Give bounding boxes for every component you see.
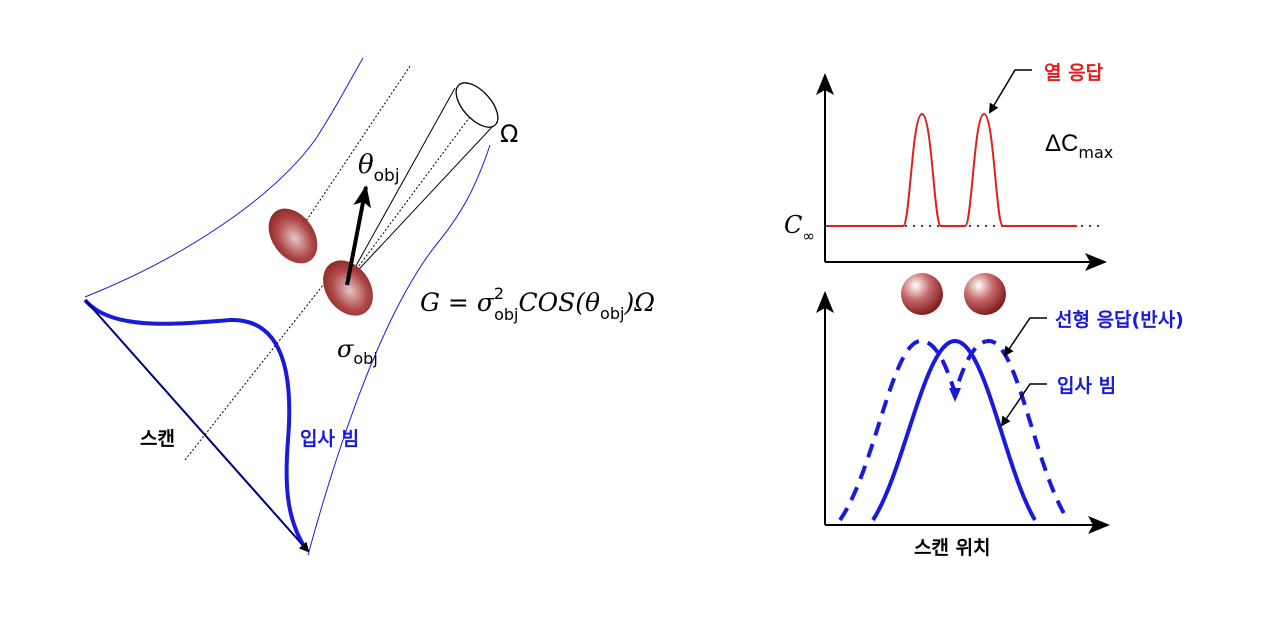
particle-lower <box>323 260 373 316</box>
linear-response-plot: 선형 응답(반사) 입사 빔 스캔 위치 <box>816 291 1184 559</box>
thermal-callout-arrow <box>988 69 1032 114</box>
thermal-response-plot: 열 응답 ΔCmax C∞ <box>784 62 1113 271</box>
sigma-obj-label: σobj <box>337 335 378 368</box>
delta-c-max-label: ΔCmax <box>1045 130 1113 162</box>
omega-label: Ω <box>500 120 518 148</box>
thermal-label: 열 응답 <box>1044 62 1104 84</box>
reflected-response-curve <box>838 338 1070 522</box>
theta-arrow <box>345 185 372 286</box>
c-infinity-label: C∞ <box>784 211 815 245</box>
dotted-guide-2 <box>184 269 336 461</box>
theta-obj-label: θobj <box>358 150 400 186</box>
incident-beam-curve <box>871 338 1037 522</box>
incident-beam-profile <box>83 298 307 550</box>
beam-envelope-lower <box>307 144 491 556</box>
beam-envelope-upper <box>84 57 364 298</box>
particle-upper <box>268 208 318 264</box>
scan-label: 스캔 <box>140 428 175 450</box>
thermal-response-curve <box>827 112 1077 227</box>
solid-angle-cone <box>346 82 499 283</box>
scan-arrow <box>85 300 310 553</box>
linear-response-label: 선형 응답(반사) <box>1055 309 1184 331</box>
particle-right-ball <box>964 273 1006 315</box>
beam-label-right: 입사 빔 <box>1057 375 1116 397</box>
beam-label-left: 입사 빔 <box>300 428 359 450</box>
scan-position-label: 스캔 위치 <box>914 537 991 559</box>
beam-callout-arrow <box>1000 383 1047 427</box>
dip-arrow-head <box>949 388 961 402</box>
dotted-guide-1 <box>289 65 411 246</box>
linear-callout-arrow <box>1003 317 1047 357</box>
particle-left-ball <box>901 273 943 315</box>
